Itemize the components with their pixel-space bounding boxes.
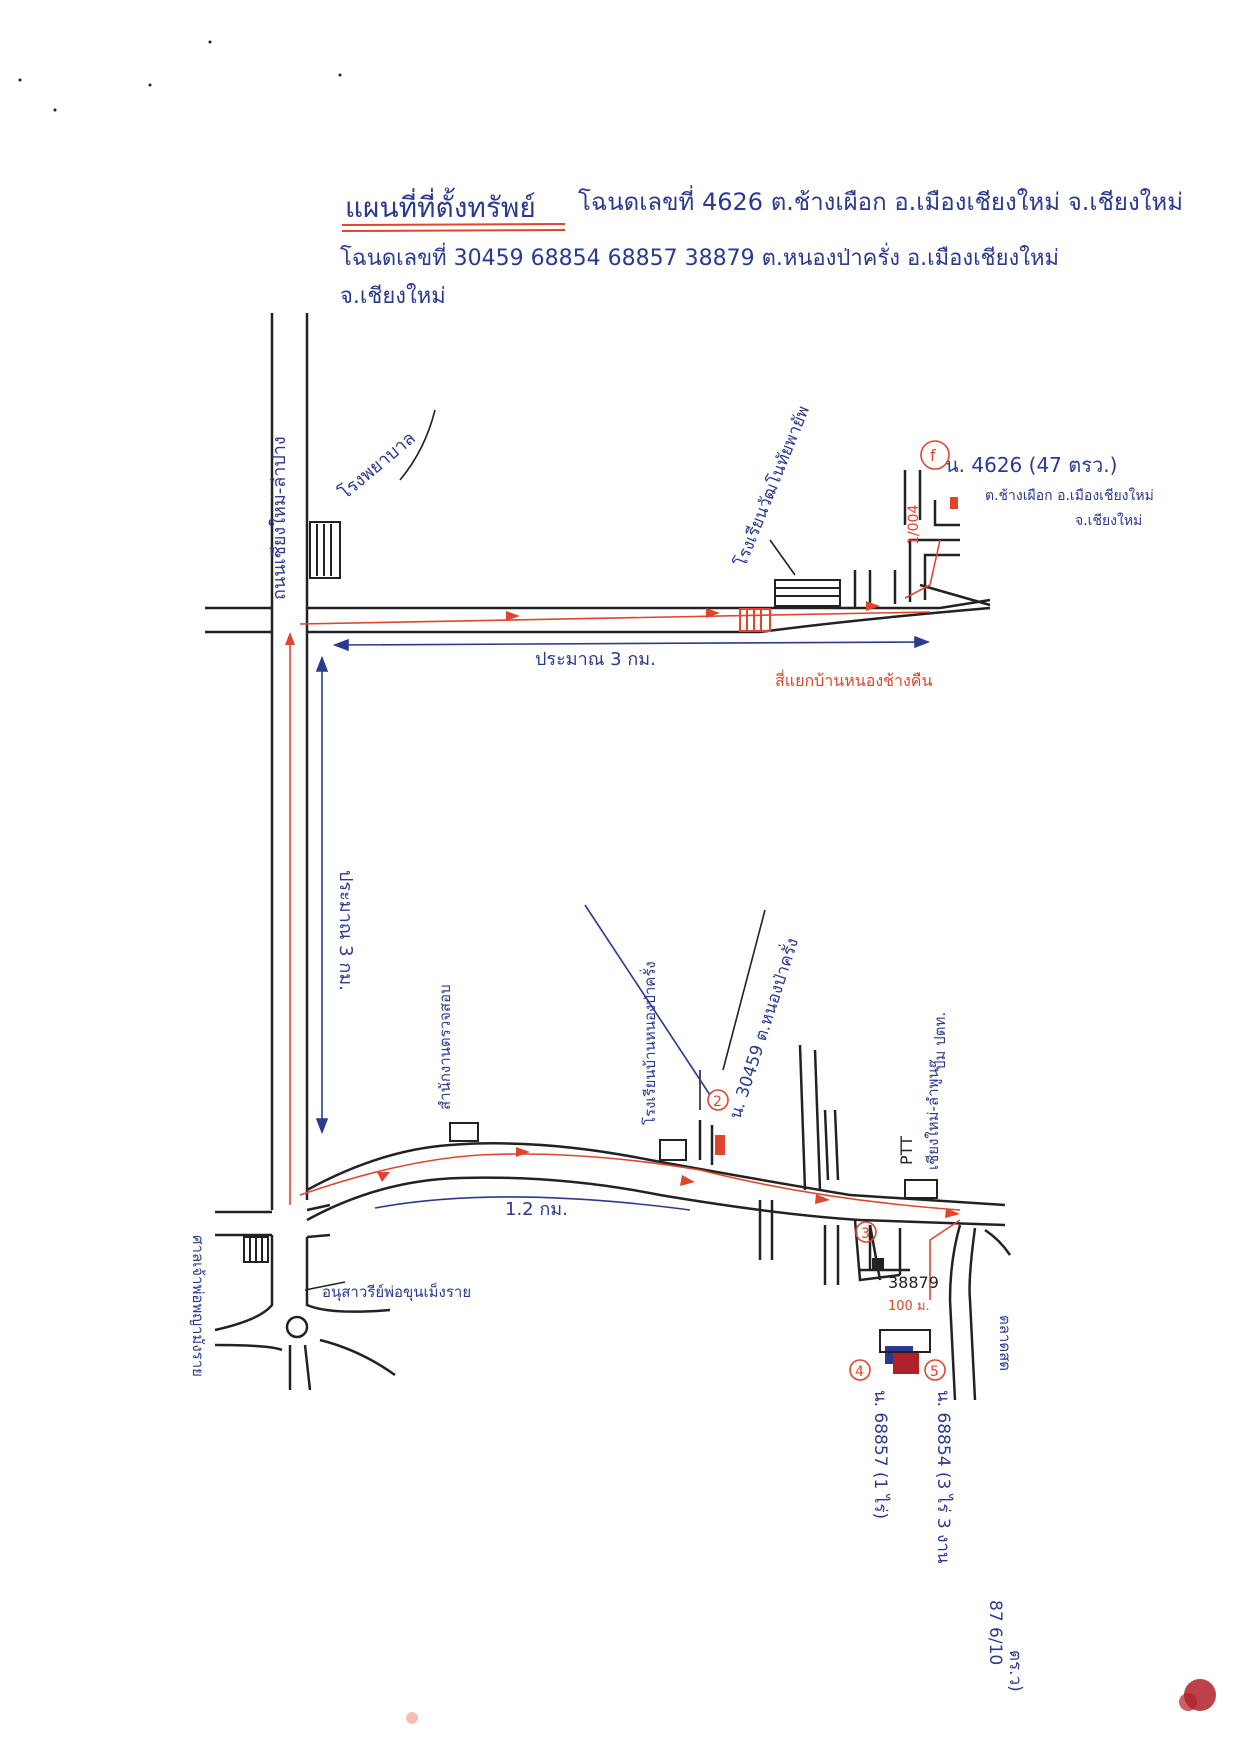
label-parcel-1-num: 1/004: [906, 505, 922, 545]
label-junction-upper: สี่แยกบ้านหนองช้างคืน: [775, 669, 932, 690]
route-lower: [299, 1153, 961, 1211]
label-parcel-3-note: 100 ม.: [888, 1299, 930, 1314]
svg-text:5: 5: [930, 1364, 939, 1380]
parcels: [715, 497, 958, 1374]
branch-3: [860, 1225, 910, 1275]
title-underline: [341, 223, 566, 232]
route-to-parcel-1: [904, 539, 941, 599]
label-distance-vertical: ประมาณ 3 กม.: [335, 870, 356, 991]
parcel-2-plot: [715, 1135, 725, 1155]
roundabout-roads: [214, 1235, 396, 1391]
roundabout: [285, 1315, 309, 1339]
lower-cross-road: [215, 1203, 331, 1239]
header-line2: โฉนดเลขที่ 30459 68854 68857 38879 ต.หนอ…: [340, 242, 1059, 271]
label-market: ตลาดสด: [996, 1315, 1014, 1371]
label-gas-station: ปั๊ม ปตท.: [929, 1012, 949, 1070]
label-parcel-5-area: 87 6/10: [985, 1600, 1005, 1665]
label-school2: โรงเรียนบ้านหนองป่าครั่ง: [639, 961, 659, 1125]
upper-side-streets: [853, 470, 960, 608]
junction-marker: [739, 608, 771, 632]
route-arrowheads: [285, 601, 960, 1218]
map-labels: ถนนเชียงใหม่-ลำปาง โรงพยาบาล โรงเรียนวัฒ…: [189, 403, 1154, 1692]
school-building: [774, 579, 841, 607]
school2-building: [659, 1139, 687, 1161]
ptt-building: [904, 1179, 938, 1199]
lower-side-streets: [698, 1044, 901, 1285]
label-distance-upper: ประมาณ 3 กม.: [535, 649, 656, 670]
route-lines: [289, 539, 961, 1300]
label-road-right: เชียงใหม่-ลำพูน: [924, 1068, 942, 1170]
marker-4: 4: [849, 1359, 871, 1381]
label-parcel-1-prov: จ.เชียงใหม่: [1075, 512, 1142, 529]
label-shrine: ศาลเจ้าพ่อพญามังราย: [189, 1235, 207, 1377]
lower-main-road: [306, 1142, 1006, 1227]
upper-road-end: [759, 583, 991, 634]
buildings: [243, 521, 938, 1263]
distance-arrows: [315, 635, 931, 1211]
header-line3: จ.เชียงใหม่: [340, 283, 446, 309]
parcel-1-plot: [950, 497, 958, 509]
office-building: [449, 1122, 479, 1142]
right-lower-road: [948, 1224, 1012, 1401]
parcel-45-outline: [879, 1329, 931, 1353]
svg-text:4: 4: [855, 1364, 864, 1380]
distance-upper-line: [334, 641, 926, 646]
north-south-road: [270, 313, 309, 1210]
roads: [205, 313, 1012, 1401]
map-title: แผนที่ที่ตั้งทรัพย์: [345, 187, 536, 224]
label-north-road: ถนนเชียงใหม่-ลำปาง: [268, 436, 290, 600]
parcel-markers: f 2 3 4 5: [707, 440, 950, 1381]
hospital-building: [309, 521, 341, 579]
label-ptt: PTT: [897, 1136, 916, 1165]
label-parcel-5-close: ตร.ว): [1005, 1650, 1025, 1692]
label-parcel-3-code: 38879: [888, 1273, 939, 1292]
distance-lower-line: [374, 1196, 691, 1211]
label-parcel-1: น. 4626 (47 ตรว.): [945, 453, 1117, 477]
marker-f: f: [920, 440, 950, 470]
upper-east-west-road: [205, 606, 940, 634]
svg-text:f: f: [930, 446, 936, 465]
svg-text:2: 2: [713, 1094, 722, 1110]
label-parcel-4: น. 68857 (1 ไร่): [870, 1390, 891, 1519]
label-hospital: โรงพยาบาล: [334, 427, 420, 504]
paper-marks: [18, 40, 1216, 1724]
header-line1-rest: โฉนดเลขที่ 4626 ต.ช้างเผือก อ.เมืองเชียง…: [578, 185, 1183, 216]
label-parcel-2: น. 30459 ต.หนองป่าครั่ง: [723, 935, 803, 1122]
label-office: สำนักงานตรวจสอบ: [436, 984, 454, 1110]
marker-2: 2: [707, 1089, 729, 1111]
route-branch-3: [929, 1219, 961, 1300]
label-school: โรงเรียนวัฒโนทัยพายัพ: [730, 403, 814, 570]
marker-5: 5: [924, 1359, 946, 1381]
route-upper: [299, 611, 931, 625]
label-distance-lower: 1.2 กม.: [505, 1199, 568, 1220]
parcel-3-plot: [872, 1258, 884, 1270]
svg-text:3: 3: [861, 1226, 870, 1242]
pointer-strokes: [304, 409, 796, 1291]
label-parcel-1-loc: ต.ช้างเผือก อ.เมืองเชียงใหม่: [985, 487, 1154, 504]
label-monument: อนุสาวรีย์พ่อขุนเม็งราย: [322, 1282, 471, 1302]
label-parcel-5: น. 68854 (3 ไร่ 3 งาน: [933, 1390, 954, 1564]
map-header: แผนที่ที่ตั้งทรัพย์ โฉนดเลขที่ 4626 ต.ช้…: [340, 185, 1183, 309]
marker-3: 3: [855, 1221, 877, 1243]
parcel-5-plot: [893, 1352, 919, 1374]
